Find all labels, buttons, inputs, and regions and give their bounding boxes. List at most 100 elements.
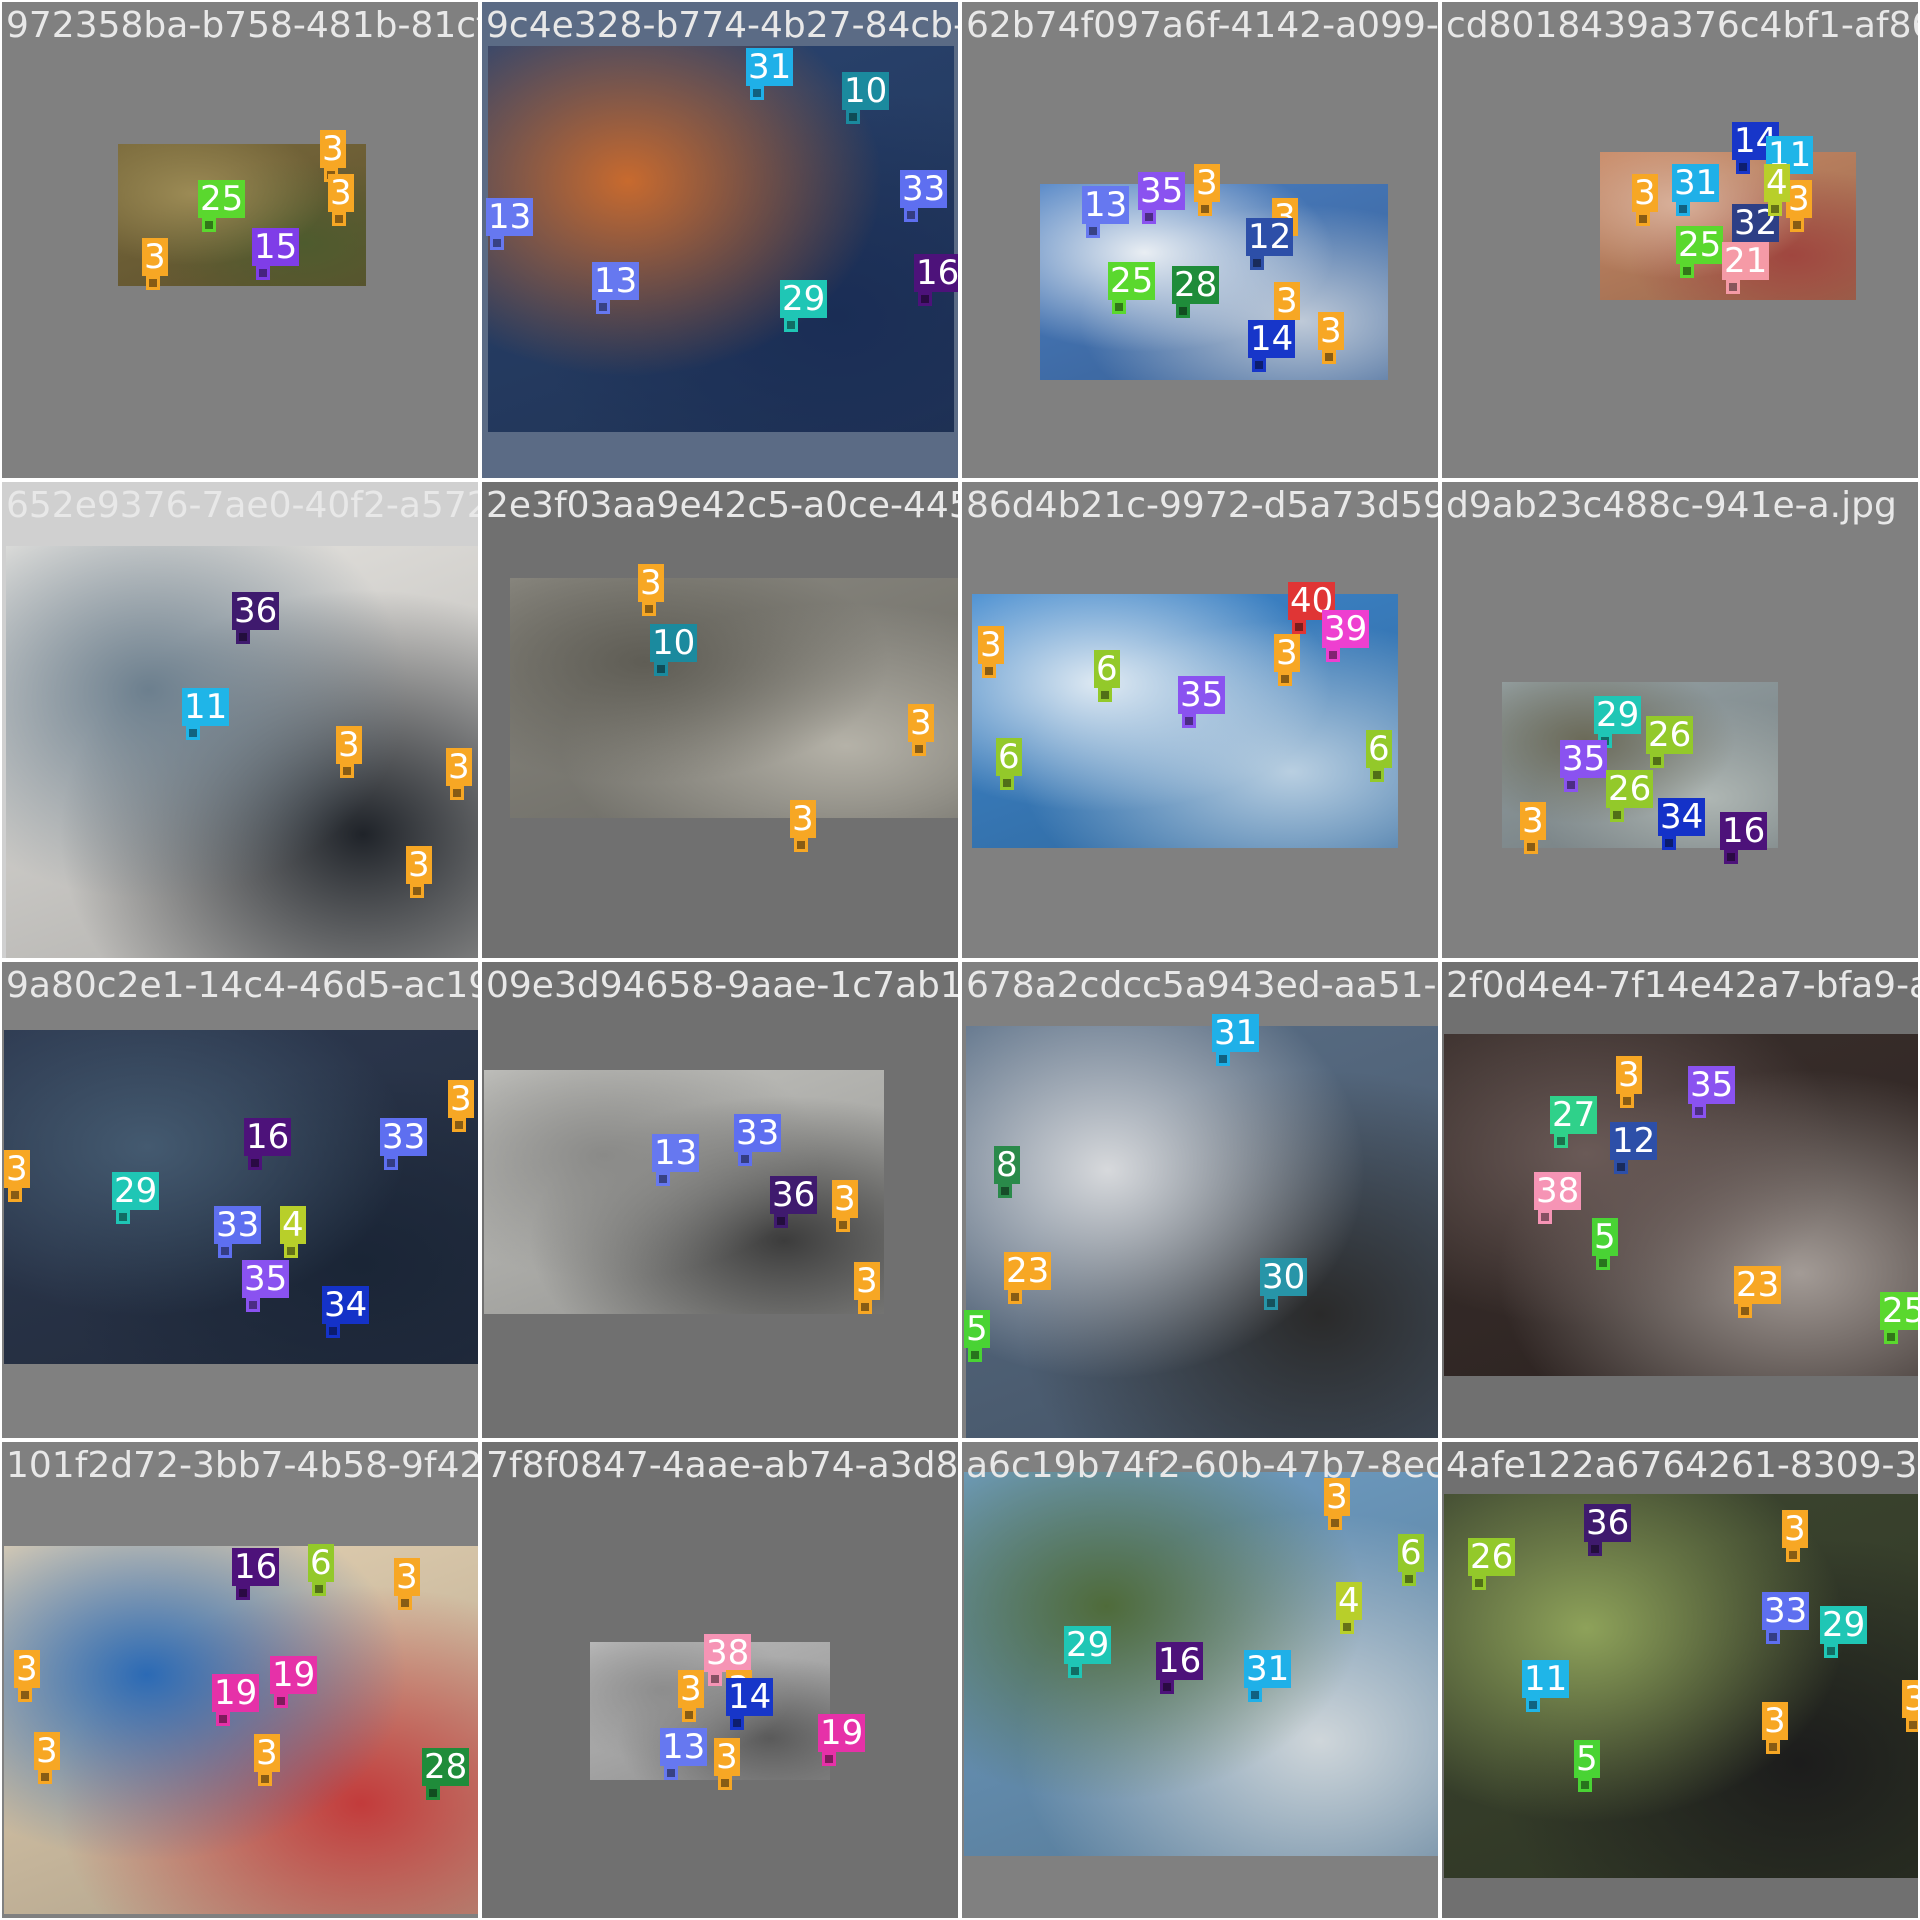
detection-label: 3 [406, 845, 432, 885]
detection-box [784, 318, 798, 332]
detection-label: 3 [1520, 801, 1546, 841]
detection-label: 34 [1658, 797, 1706, 837]
detection-label: 3 [854, 1261, 880, 1301]
detection-label: 3 [328, 173, 354, 213]
mosaic-tile: 972358ba-b758-481b-81cf-d92f4a28be7537.j… [2, 2, 478, 478]
detection-label: 3 [142, 237, 168, 277]
detection-box [312, 1582, 326, 1596]
detection-label: 3 [832, 1179, 858, 1219]
detection-label: 3 [1194, 163, 1220, 203]
detection-box [1636, 212, 1650, 226]
detection-box [1216, 1052, 1230, 1066]
detection-label: 31 [1244, 1649, 1292, 1689]
detection-box [1766, 1740, 1780, 1754]
detection-label: 33 [1762, 1591, 1810, 1631]
detection-box [1676, 202, 1690, 216]
detection-label: 39 [1322, 609, 1370, 649]
detection-box [248, 1156, 262, 1170]
detection-label: 13 [592, 261, 640, 301]
detection-box [1328, 1516, 1342, 1530]
detection-box [1578, 1778, 1592, 1792]
detection-label: 3 [1762, 1701, 1788, 1741]
detection-label: 3 [1274, 633, 1300, 673]
detection-label: 26 [1646, 715, 1694, 755]
detection-label: 35 [242, 1259, 290, 1299]
detection-box [1538, 1210, 1552, 1224]
detection-box [1112, 300, 1126, 314]
mosaic-tile: 2e3f03aa9e42c5-a0ce-4458c3bfe220.jpg3103… [482, 482, 958, 958]
mosaic-tile: 4afe122a6764261-8309-3.jpg36326332911353 [1442, 1442, 1918, 1918]
detection-label: 21 [1722, 241, 1770, 281]
detection-label: 26 [1606, 769, 1654, 809]
detection-label: 33 [380, 1117, 428, 1157]
detection-box [1142, 210, 1156, 224]
detection-label: 13 [486, 197, 534, 237]
detection-label: 3 [4, 1149, 30, 1189]
mosaic-tile: 2f0d4e4-7f14e42a7-bfa9-a.jpg335271238523… [1442, 962, 1918, 1438]
detection-label: 35 [1138, 171, 1186, 211]
detection-label: 3 [1616, 1055, 1642, 1095]
detection-box [750, 86, 764, 100]
detection-box [1650, 754, 1664, 768]
mosaic-tile: 86d4b21c-9972-d5a73d598d4f.jpg4039363536… [962, 482, 1438, 958]
detection-label: 31 [746, 47, 794, 87]
detection-label: 3 [638, 563, 664, 603]
detection-label: 6 [996, 737, 1022, 777]
detection-box [326, 1324, 340, 1338]
detection-label: 3 [34, 1731, 60, 1771]
detection-label: 3 [978, 625, 1004, 665]
detection-label: 14 [1248, 319, 1296, 359]
detection-box [1526, 1698, 1540, 1712]
tile-photo [966, 1026, 1438, 1438]
detection-box [426, 1786, 440, 1800]
detection-label: 29 [780, 279, 828, 319]
detection-box [1000, 776, 1014, 790]
detection-box [912, 742, 926, 756]
detection-box [918, 292, 932, 306]
detection-label: 29 [1594, 695, 1642, 735]
detection-box [450, 786, 464, 800]
detection-box [246, 1298, 260, 1312]
detection-box [1264, 1296, 1278, 1310]
mosaic-tile: 7f8f0847-4aae-ab74-a3d847617b7.jpg383314… [482, 1442, 958, 1918]
detection-label: 13 [1082, 185, 1130, 225]
detection-label: 4 [1336, 1581, 1362, 1621]
detection-box [718, 1776, 732, 1790]
tile-filename: 2f0d4e4-7f14e42a7-bfa9-a.jpg [1446, 965, 1918, 1006]
detection-box [1906, 1718, 1918, 1732]
detection-label: 12 [1610, 1121, 1658, 1161]
mosaic-tile: cd8018439a376c4bf1-af86-3.jpg14113313322… [1442, 2, 1918, 478]
detection-box [1292, 620, 1306, 634]
detection-box [822, 1752, 836, 1766]
detection-box [1596, 1256, 1610, 1270]
detection-label: 3 [254, 1733, 280, 1773]
detection-box [1564, 778, 1578, 792]
detection-label: 3 [678, 1669, 704, 1709]
detection-label: 38 [1534, 1171, 1582, 1211]
detection-box [1610, 808, 1624, 822]
detection-label: 36 [770, 1175, 818, 1215]
detection-label: 19 [818, 1713, 866, 1753]
detection-label: 25 [198, 179, 246, 219]
detection-box [1736, 160, 1750, 174]
detection-label: 8 [994, 1145, 1020, 1185]
detection-box [186, 726, 200, 740]
mosaic-tile: 09e3d94658-9aae-1c7ab13c6253.jpg33133633 [482, 962, 958, 1438]
detection-box [730, 1716, 744, 1730]
detection-box [738, 1152, 752, 1166]
detection-box [858, 1300, 872, 1314]
tile-filename: 972358ba-b758-481b-81cf-d92f4a28be7537.j… [6, 5, 478, 46]
detection-box [968, 1348, 982, 1362]
detection-box [656, 1172, 670, 1186]
detection-label: 33 [734, 1113, 782, 1153]
detection-label: 31 [1212, 1013, 1260, 1053]
mosaic-tile: 101f2d72-3bb7-4b58-9f42-0f3f8f0847-426d.… [2, 1442, 478, 1918]
detection-label: 6 [1094, 649, 1120, 689]
detection-label: 38 [704, 1633, 752, 1673]
detection-box [218, 1244, 232, 1258]
detection-label: 30 [1260, 1257, 1308, 1297]
detection-box [236, 630, 250, 644]
detection-box [982, 664, 996, 678]
detection-label: 3 [1786, 179, 1812, 219]
detection-label: 3 [1274, 281, 1300, 321]
